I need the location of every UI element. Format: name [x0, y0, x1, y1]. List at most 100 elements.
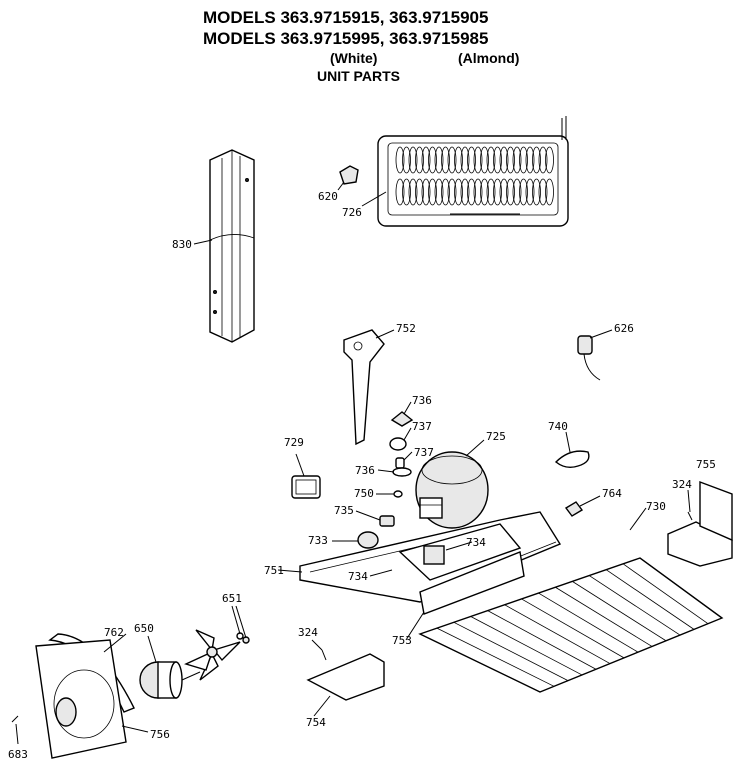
- label-830: 830: [172, 238, 192, 251]
- models-line-1: MODELS 363.9715915, 363.9715905: [203, 8, 489, 27]
- coil-loop: [525, 178, 535, 206]
- coil-loop: [545, 178, 554, 206]
- part-650-fan-motor: [139, 661, 201, 699]
- part-736-grommet-top: [390, 411, 414, 427]
- part-751-base-pan: [299, 511, 562, 603]
- part-683-screw: [11, 715, 19, 723]
- coil-loop: [506, 146, 515, 174]
- label-735: 735: [334, 504, 354, 517]
- part-736-washer-lower: [392, 467, 412, 477]
- fan-blade: [184, 629, 241, 681]
- label-736-top: 736: [412, 394, 432, 407]
- label-764: 764: [602, 487, 622, 500]
- condenser-tube: [504, 604, 611, 664]
- coil-loop: [428, 178, 437, 206]
- coil-loop: [402, 146, 411, 174]
- coil-loop: [395, 146, 405, 174]
- models-line-2: MODELS 363.9715995, 363.9715985: [203, 29, 489, 48]
- label-726: 726: [342, 206, 362, 219]
- coil-loop: [512, 146, 522, 174]
- coil-loop: [408, 146, 418, 174]
- part-830-channel: [209, 149, 255, 343]
- coil-loop: [499, 178, 509, 206]
- coil-loop: [493, 178, 502, 206]
- label-734-right: 734: [466, 536, 486, 549]
- condenser-tube: [589, 575, 681, 636]
- coil-loop: [434, 146, 444, 174]
- coil-loop: [467, 178, 476, 206]
- part-626-sensor: [577, 335, 601, 381]
- coil-loop: [538, 146, 548, 174]
- condenser-tube: [622, 563, 709, 625]
- part-733-overload: [357, 531, 379, 549]
- condenser-tube: [605, 569, 695, 630]
- coil-loop: [402, 178, 411, 206]
- label-736-lower: 736: [355, 464, 375, 477]
- label-734-left: 734: [348, 570, 368, 583]
- coil-loop: [473, 178, 483, 206]
- coil-loop: [415, 178, 424, 206]
- part-740-clip: [554, 450, 590, 469]
- coil-loop: [480, 146, 489, 174]
- coil-loop: [447, 146, 457, 174]
- label-740: 740: [548, 420, 568, 433]
- label-733: 733: [308, 534, 328, 547]
- condenser-tube: [521, 598, 625, 659]
- label-729: 729: [284, 436, 304, 449]
- condenser-tube: [453, 621, 569, 681]
- coil-loop: [447, 178, 457, 206]
- part-737-grommet-top: [389, 437, 407, 451]
- label-626: 626: [614, 322, 634, 335]
- part-725-compressor: [415, 451, 489, 529]
- coil-loop: [415, 146, 424, 174]
- section-title: UNIT PARTS: [317, 68, 400, 84]
- coil-loop: [460, 178, 470, 206]
- part-729-relay: [291, 475, 321, 499]
- condenser-tube: [538, 592, 639, 653]
- label-650: 650: [134, 622, 154, 635]
- coil-loop: [441, 178, 450, 206]
- coil-loop: [532, 146, 541, 174]
- label-755: 755: [696, 458, 716, 471]
- color-almond-label: (Almond): [458, 50, 520, 66]
- condenser-tube: [555, 586, 653, 647]
- coil-loop: [532, 178, 541, 206]
- part-324-screw-left: [321, 649, 327, 661]
- part-750-washer: [393, 490, 403, 498]
- label-753: 753: [392, 634, 412, 647]
- part-756-shroud: [35, 639, 127, 759]
- label-683: 683: [8, 748, 28, 761]
- part-752-bracket: [343, 329, 385, 446]
- label-737-top: 737: [412, 420, 432, 433]
- coil-loop: [421, 178, 431, 206]
- part-726-evaporator: [377, 116, 569, 227]
- part-620-clip: [339, 165, 359, 185]
- coil-loop: [454, 178, 463, 206]
- label-651: 651: [222, 592, 242, 605]
- condenser-tube: [572, 581, 667, 642]
- label-730: 730: [646, 500, 666, 513]
- coil-loop: [538, 178, 548, 206]
- coil-loop: [473, 146, 483, 174]
- label-752: 752: [396, 322, 416, 335]
- coil-loop: [454, 146, 463, 174]
- coil-loop: [525, 146, 535, 174]
- coil-loop: [467, 146, 476, 174]
- label-324-right: 324: [672, 478, 692, 491]
- condenser-tube: [436, 627, 555, 687]
- label-762: 762: [104, 626, 124, 639]
- coil-loop: [441, 146, 450, 174]
- coil-loop: [428, 146, 437, 174]
- coil-loop: [519, 146, 528, 174]
- coil-loop: [434, 178, 444, 206]
- coil-loop: [486, 146, 496, 174]
- coil-loop: [499, 146, 509, 174]
- label-620: 620: [318, 190, 338, 203]
- coil-loop: [395, 178, 405, 206]
- leader-lines: [15, 181, 691, 745]
- condenser-tube: [419, 633, 541, 693]
- coil-loop: [545, 146, 554, 174]
- condenser-tube: [470, 616, 583, 676]
- coil-loop: [460, 146, 470, 174]
